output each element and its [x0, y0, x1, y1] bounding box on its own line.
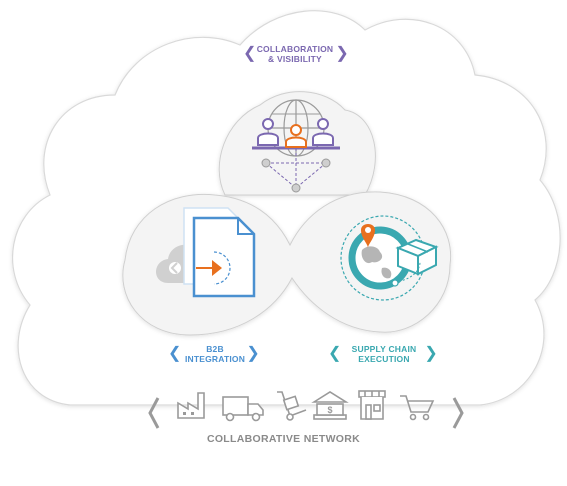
- label-line-2: INTEGRATION: [184, 354, 246, 364]
- b2b-integration-label: ❮ B2B INTEGRATION ❯: [160, 344, 270, 364]
- chevron-right-icon: ❯: [424, 345, 438, 362]
- chevron-left-icon: ❮: [168, 345, 182, 362]
- hand-truck-icon: [277, 391, 307, 421]
- collaborative-network-label: COLLABORATIVE NETWORK: [206, 433, 361, 445]
- supply-chain-execution-label: ❮ SUPPLY CHAIN EXECUTION ❯: [326, 344, 442, 364]
- bank-icon: $: [311, 391, 349, 420]
- label-line-1: B2B: [206, 344, 224, 354]
- chevron-right-icon: ❯: [335, 45, 349, 62]
- chevron-left-icon: ❮: [243, 45, 257, 62]
- label-line-1: SUPPLY CHAIN: [351, 344, 417, 354]
- people-globe-icon: [252, 99, 340, 193]
- label-line-1: COLLABORATION: [256, 44, 334, 54]
- label-line-2: & VISIBILITY: [268, 54, 322, 64]
- network-left-chevron-icon: [148, 397, 160, 429]
- svg-text:$: $: [327, 405, 332, 415]
- outer-cloud-shape: [11, 10, 561, 406]
- label-line-2: EXECUTION: [358, 354, 410, 364]
- collaboration-visibility-label: ❮ COLLABORATION & VISIBILITY ❯: [235, 44, 355, 64]
- network-right-chevron-icon: [452, 397, 464, 429]
- store-icon: [358, 390, 386, 420]
- truck-icon: [222, 396, 264, 422]
- globe-location-box-icon: [340, 215, 439, 301]
- chevron-left-icon: ❮: [328, 345, 342, 362]
- chevron-right-icon: ❯: [246, 345, 260, 362]
- shopping-cart-icon: [400, 395, 435, 421]
- factory-icon: [177, 392, 205, 419]
- cloud-document-icon: [156, 207, 256, 298]
